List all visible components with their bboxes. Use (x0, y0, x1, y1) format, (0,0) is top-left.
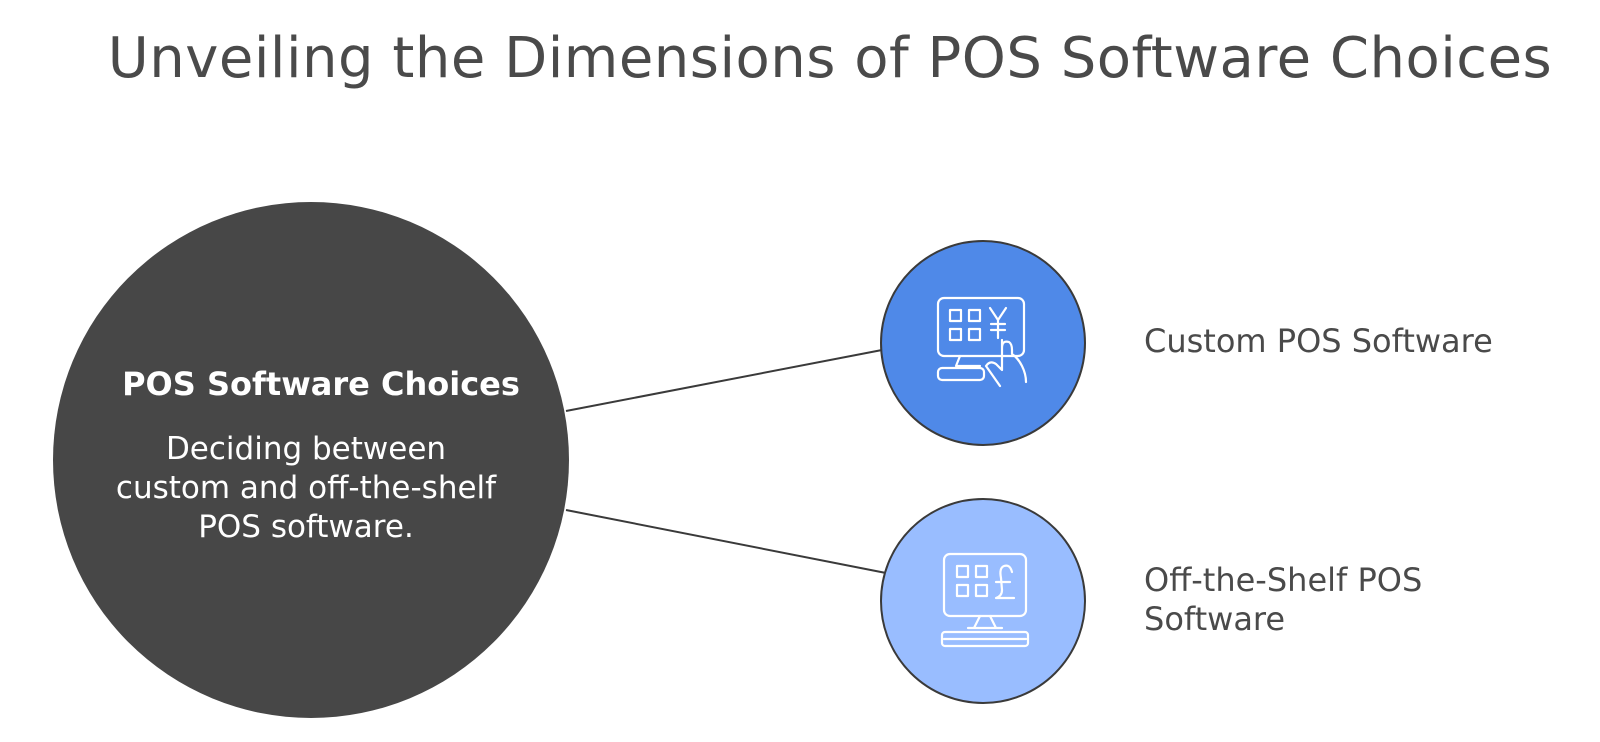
center-circle: POS Software Choices Deciding between cu… (53, 202, 569, 718)
custom-pos-label: Custom POS Software (1144, 322, 1493, 360)
offshelf-pos-node (880, 498, 1086, 704)
center-heading: POS Software Choices (122, 365, 520, 403)
offshelf-pos-label: Off-the-Shelf POS Software (1144, 561, 1423, 638)
center-description: Deciding between custom and off-the-shel… (115, 431, 497, 545)
connector-offshelf (565, 509, 887, 574)
touchscreen-yen-pos-icon (936, 296, 1028, 388)
page-title: Unveiling the Dimensions of POS Software… (107, 26, 1553, 91)
custom-pos-node (880, 240, 1086, 446)
connector-custom (565, 349, 883, 412)
monitor-pound-pos-icon (940, 552, 1030, 648)
